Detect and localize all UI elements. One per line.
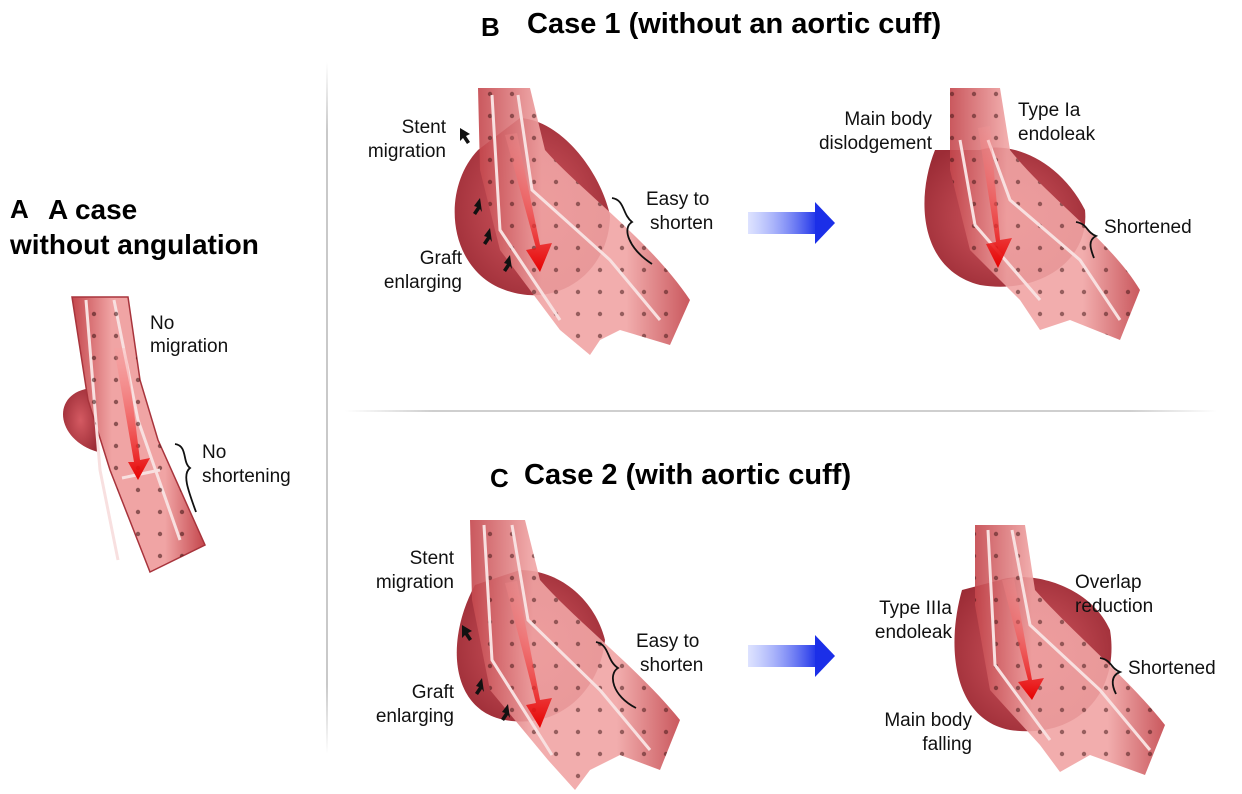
- panel-b-shortened: Shortened: [1104, 216, 1192, 239]
- panel-a-letter: A: [10, 194, 29, 225]
- panel-b-type-ia-1: Type Ia: [1018, 99, 1080, 122]
- panel-b-easy-to-shorten-1: Easy to: [646, 188, 709, 211]
- panel-b-stent-migration-2: migration: [348, 140, 446, 163]
- panel-c-transition-arrow: [748, 635, 835, 677]
- panel-c-main-body-2: falling: [850, 733, 972, 756]
- panel-b-main-body-1: Main body: [812, 108, 932, 131]
- panel-b-main-body-2: dislodgement: [812, 132, 932, 155]
- panel-c-type-iiia-1: Type IIIa: [840, 597, 952, 620]
- panel-a-no-migration-1: No: [150, 312, 174, 335]
- panel-c-main-body-1: Main body: [850, 709, 972, 732]
- panel-b-letter: B: [481, 12, 500, 43]
- panel-c-vessel-2: [954, 525, 1165, 775]
- panel-c-easy-to-shorten-1: Easy to: [636, 630, 699, 653]
- panel-c-easy-to-shorten-2: shorten: [640, 654, 703, 677]
- panel-c-letter: C: [490, 463, 509, 494]
- panel-b-easy-to-shorten-2: shorten: [650, 212, 713, 235]
- panel-b-graft-enlarging-1: Graft: [360, 247, 462, 270]
- panel-b-title: Case 1 (without an aortic cuff): [527, 8, 941, 41]
- panel-b-stent-migration-1: Stent: [348, 116, 446, 139]
- panel-c-overlap-2: reduction: [1075, 595, 1153, 618]
- panel-c-graft-enlarging-1: Graft: [350, 681, 454, 704]
- panel-b-graft-enlarging-2: enlarging: [360, 271, 462, 294]
- panel-c-type-iiia-2: endoleak: [840, 621, 952, 644]
- panel-c-stent-migration-1: Stent: [350, 547, 454, 570]
- panel-b-transition-arrow: [748, 202, 835, 244]
- panel-c-overlap-1: Overlap: [1075, 571, 1142, 594]
- panel-c-graft-enlarging-2: enlarging: [350, 705, 454, 728]
- panel-a-no-shortening-2: shortening: [202, 465, 291, 488]
- panel-c-stent-migration-2: migration: [350, 571, 454, 594]
- panel-a-no-shortening-1: No: [202, 441, 226, 464]
- panel-a-title-line1: A case: [48, 194, 137, 226]
- panel-c-title: Case 2 (with aortic cuff): [524, 459, 851, 492]
- panel-c-shortened: Shortened: [1128, 657, 1216, 680]
- panel-b-type-ia-2: endoleak: [1018, 123, 1095, 146]
- panel-a-no-migration-2: migration: [150, 335, 228, 358]
- panel-a-title-line2: without angulation: [10, 229, 259, 261]
